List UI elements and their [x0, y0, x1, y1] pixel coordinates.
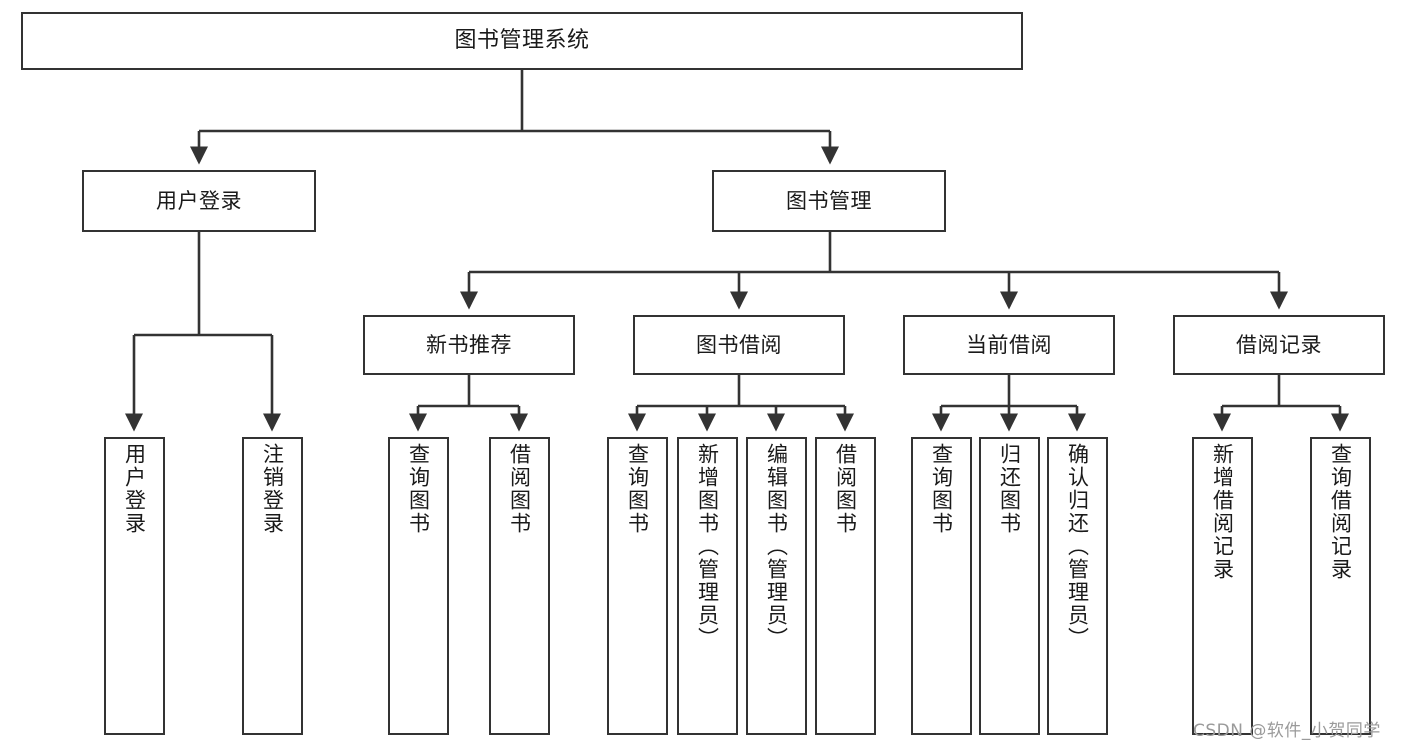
- node-label: 归还图书: [997, 443, 1022, 535]
- node-label: 图书管理: [786, 188, 872, 213]
- node-book-manage[interactable]: 图书管理: [712, 170, 946, 232]
- node-label: 借阅图书: [833, 443, 858, 535]
- node-label: 新增图书（管理员）: [695, 443, 720, 650]
- node-root-system[interactable]: 图书管理系统: [21, 12, 1023, 70]
- leaf-query-record[interactable]: 查询借阅记录: [1310, 437, 1371, 735]
- node-label: 查询图书: [625, 443, 650, 535]
- csdn-watermark: CSDN @软件_小贺同学: [1193, 721, 1381, 741]
- node-label: 用户登录: [156, 188, 242, 213]
- node-borrow-record[interactable]: 借阅记录: [1173, 315, 1385, 375]
- node-label: 查询图书: [406, 443, 431, 535]
- node-book-borrow[interactable]: 图书借阅: [633, 315, 845, 375]
- node-current-borrow[interactable]: 当前借阅: [903, 315, 1115, 375]
- node-label: 查询图书: [929, 443, 954, 535]
- node-label: 用户登录: [122, 443, 147, 535]
- leaf-add-record[interactable]: 新增借阅记录: [1192, 437, 1253, 735]
- node-label: 借阅记录: [1236, 332, 1322, 357]
- leaf-return-book[interactable]: 归还图书: [979, 437, 1040, 735]
- node-label: 编辑图书（管理员）: [764, 443, 789, 650]
- node-new-book-recommend[interactable]: 新书推荐: [363, 315, 575, 375]
- leaf-user-login[interactable]: 用户登录: [104, 437, 165, 735]
- leaf-add-book[interactable]: 新增图书（管理员）: [677, 437, 738, 735]
- node-label: 注销登录: [260, 443, 285, 535]
- node-label: 确认归还（管理员）: [1065, 443, 1090, 650]
- leaf-logout-login[interactable]: 注销登录: [242, 437, 303, 735]
- leaf-borrow-book-1[interactable]: 借阅图书: [489, 437, 550, 735]
- node-label: 当前借阅: [966, 332, 1052, 357]
- node-label: 新书推荐: [426, 332, 512, 357]
- node-label: 新增借阅记录: [1210, 443, 1235, 581]
- node-user-login[interactable]: 用户登录: [82, 170, 316, 232]
- leaf-query-book-1[interactable]: 查询图书: [388, 437, 449, 735]
- node-label: 图书管理系统: [454, 28, 590, 54]
- leaf-borrow-book-2[interactable]: 借阅图书: [815, 437, 876, 735]
- leaf-query-book-3[interactable]: 查询图书: [911, 437, 972, 735]
- node-label: 查询借阅记录: [1328, 443, 1353, 581]
- leaf-query-book-2[interactable]: 查询图书: [607, 437, 668, 735]
- leaf-confirm-return[interactable]: 确认归还（管理员）: [1047, 437, 1108, 735]
- leaf-edit-book[interactable]: 编辑图书（管理员）: [746, 437, 807, 735]
- node-label: 借阅图书: [507, 443, 532, 535]
- node-label: 图书借阅: [696, 332, 782, 357]
